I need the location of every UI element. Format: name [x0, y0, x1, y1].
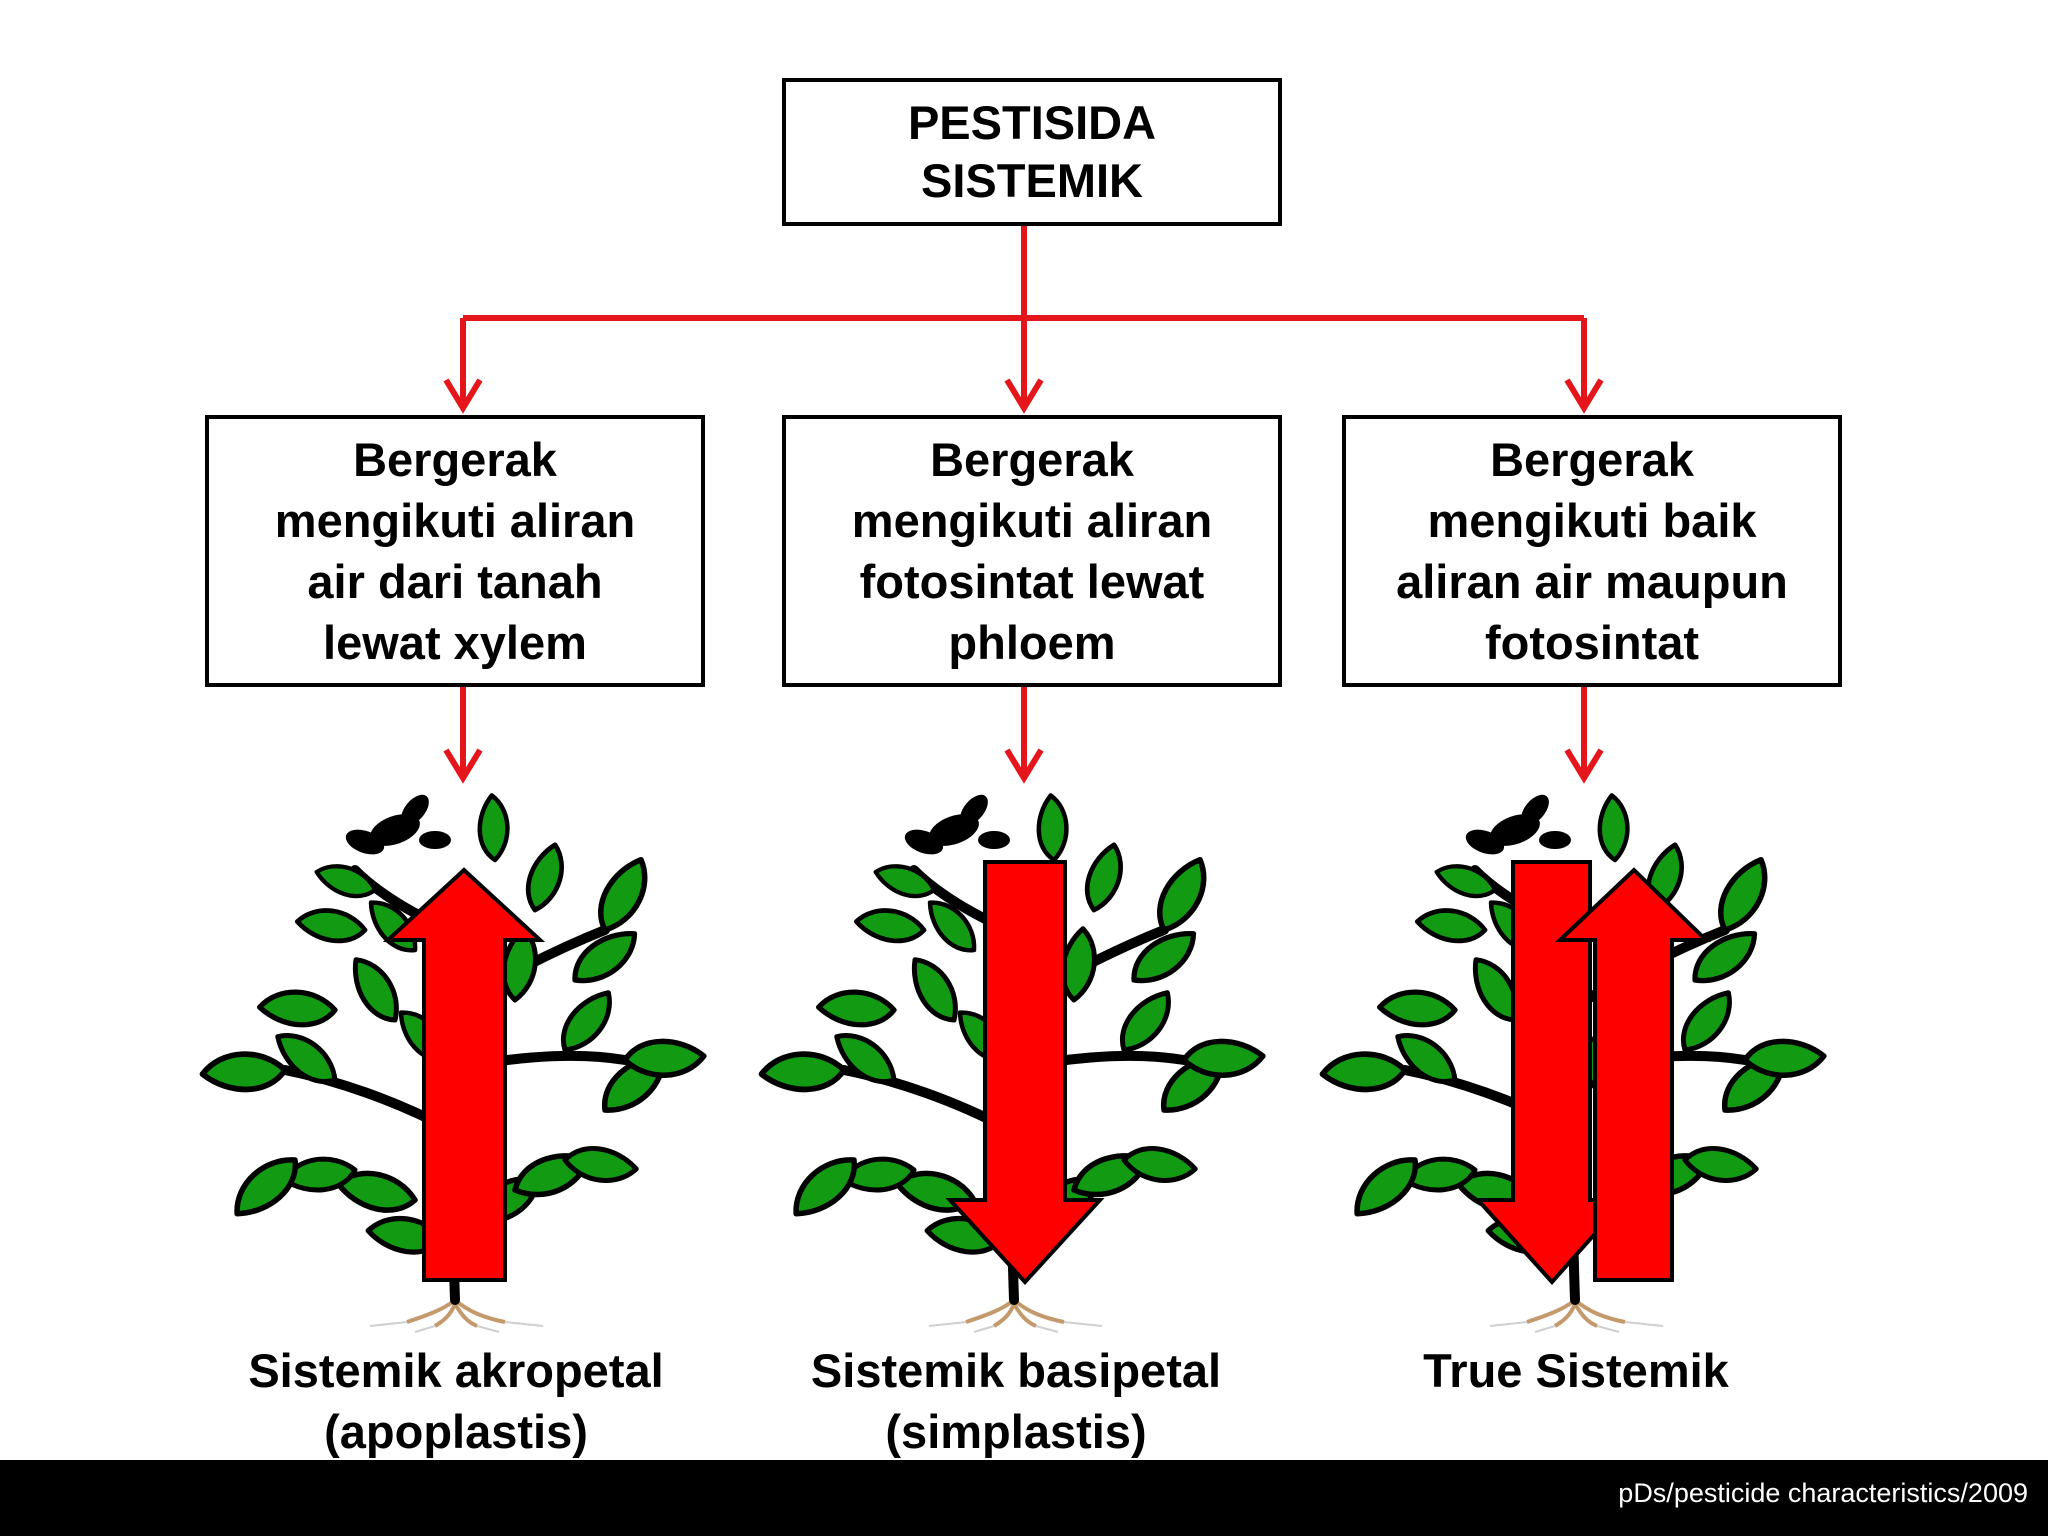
arrow-down-icon [945, 860, 1105, 1285]
root-line: PESTISIDA [907, 96, 1157, 149]
footer-credit: pDs/pesticide characteristics/2009 [1618, 1478, 2028, 1508]
branch-line: Bergerak [1490, 433, 1694, 486]
caption-line: (apoplastis) [324, 1405, 588, 1458]
root-box: PESTISIDA SISTEMIK [782, 78, 1282, 226]
branch-box-phloem: Bergerak mengikuti aliran fotosintat lew… [782, 415, 1282, 687]
caption-line: (simplastis) [885, 1405, 1147, 1458]
branch-line: phloem [948, 616, 1116, 669]
footer-bar: pDs/pesticide characteristics/2009 [0, 1460, 2048, 1536]
branch-line: air dari tanah [307, 555, 603, 608]
branch-line: mengikuti aliran [274, 494, 636, 547]
branch-box-xylem: Bergerak mengikuti aliran air dari tanah… [205, 415, 705, 687]
branch-line: Bergerak [930, 433, 1134, 486]
caption-line: Sistemik akropetal [248, 1344, 664, 1397]
branch-line: Bergerak [353, 433, 557, 486]
root-line: SISTEMIK [921, 154, 1143, 207]
branch-line: mengikuti baik [1427, 494, 1757, 547]
branch-line: fotosintat lewat [859, 555, 1205, 608]
caption-basipetal: Sistemik basipetal (simplastis) [716, 1340, 1316, 1462]
branch-box-both: Bergerak mengikuti baik aliran air maupu… [1342, 415, 1842, 687]
branch-line: fotosintat [1484, 616, 1700, 669]
branch-line: lewat xylem [323, 616, 587, 669]
caption-akropetal: Sistemik akropetal (apoplastis) [156, 1340, 756, 1462]
arrow-up-icon [382, 867, 546, 1282]
caption-line: True Sistemik [1423, 1344, 1729, 1397]
caption-true-sistemik: True Sistemik [1276, 1340, 1876, 1401]
connector-lines [443, 226, 1604, 784]
branch-line: aliran air maupun [1396, 555, 1788, 608]
caption-line: Sistemik basipetal [810, 1344, 1222, 1397]
arrow-up-icon [1554, 867, 1711, 1282]
branch-line: mengikuti aliran [851, 494, 1213, 547]
